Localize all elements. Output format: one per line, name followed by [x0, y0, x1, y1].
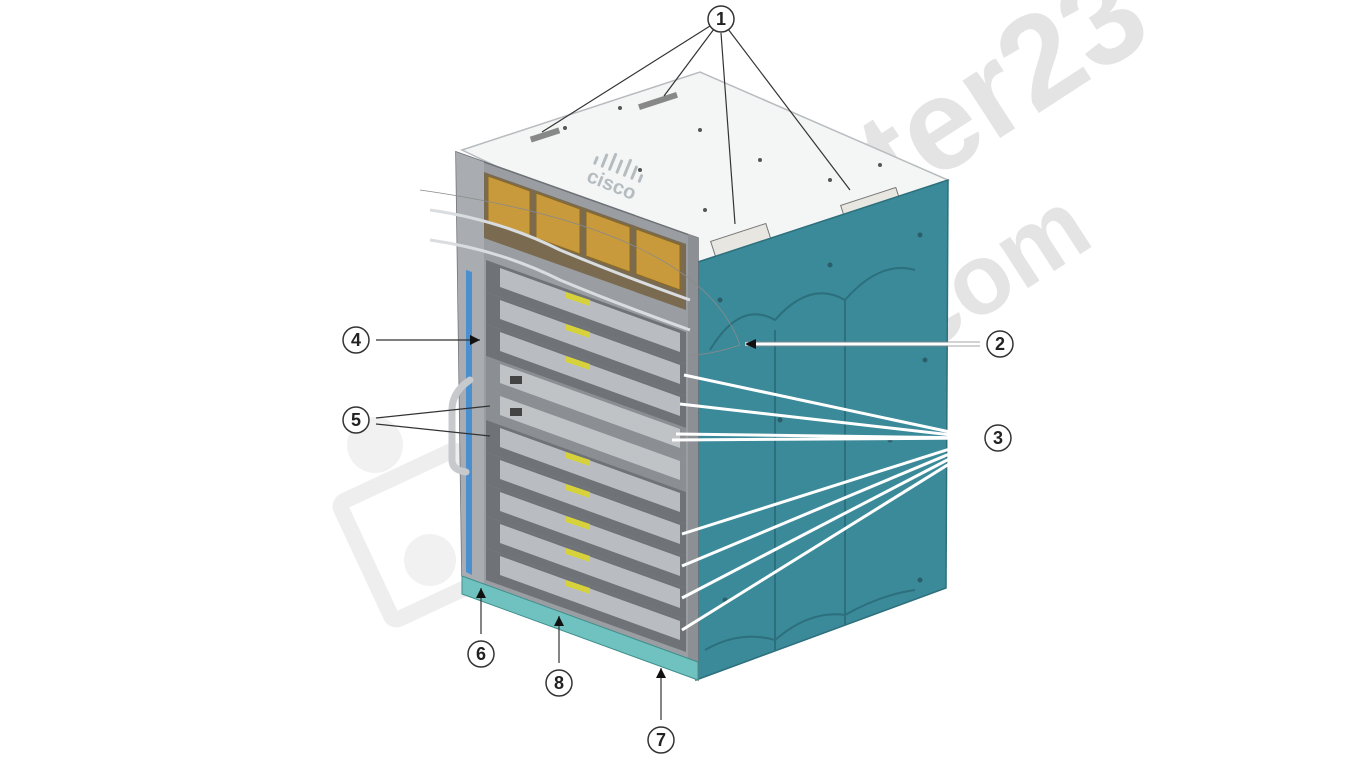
- callout-8-label: 8: [554, 673, 564, 693]
- line-card: [486, 484, 686, 588]
- power-supply-cables: [429, 208, 691, 332]
- chassis: cisco: [429, 71, 951, 682]
- callout-2: 2: [986, 330, 1014, 358]
- side-carry-handle: [448, 376, 474, 476]
- leader-lines: [375, 25, 851, 720]
- side-panel-seams: [704, 267, 916, 651]
- callout-1-label: 1: [716, 9, 726, 29]
- line-card: [486, 452, 686, 556]
- supervisor-module: [486, 356, 686, 460]
- callout-7: 7: [647, 726, 675, 754]
- base-plinth: [461, 575, 699, 681]
- callout-5: 5: [342, 406, 370, 434]
- line-card-slots: [486, 260, 686, 652]
- supervisor-module: [486, 388, 686, 492]
- leader-lines-grey-outline: [419, 189, 980, 356]
- arrowheads: [470, 335, 756, 678]
- callouts: 1 2 3 4 5 6 7 8: [342, 5, 1014, 754]
- callout-7-label: 7: [656, 730, 666, 750]
- callout-4: 4: [342, 326, 370, 354]
- callout-5-label: 5: [351, 410, 361, 430]
- callout-6-label: 6: [476, 644, 486, 664]
- right-rail: [688, 234, 698, 680]
- callout-2-label: 2: [995, 334, 1005, 354]
- leader-lines-white: [671, 342, 980, 632]
- line-card: [486, 420, 686, 524]
- line-card: [486, 516, 686, 620]
- line-card: [486, 548, 686, 652]
- callout-6: 6: [467, 640, 495, 668]
- line-card: [486, 292, 686, 396]
- callout-4-label: 4: [351, 330, 361, 350]
- callout-1: 1: [707, 5, 735, 33]
- callout-8: 8: [545, 669, 573, 697]
- line-card: [486, 324, 686, 428]
- callout-3-label: 3: [993, 428, 1003, 448]
- callout-3: 3: [984, 424, 1012, 452]
- power-supply-bay: [429, 172, 691, 332]
- line-card: [486, 260, 686, 364]
- left-rail-blue-stripe: [466, 270, 472, 575]
